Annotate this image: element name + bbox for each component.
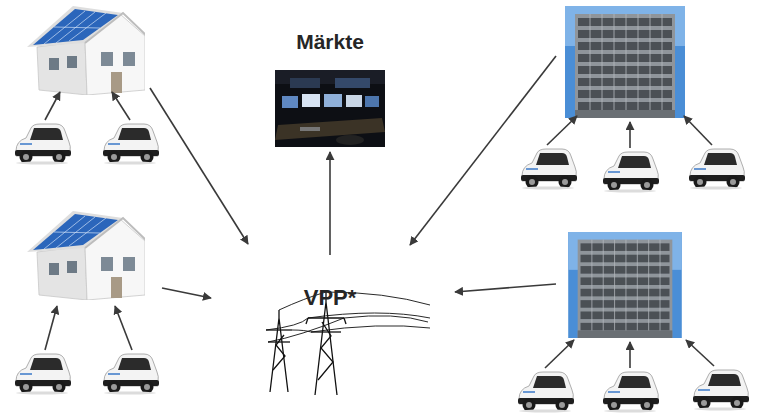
node-title: VPP*	[304, 285, 357, 310]
node-title: Märkte	[296, 30, 364, 54]
ellipse-node: Märkte	[210, 0, 450, 150]
ellipse-shape	[210, 255, 450, 410]
ellipse-node: VPP*	[210, 255, 450, 410]
electric-cars	[15, 124, 749, 413]
office-building	[565, 6, 685, 118]
flow-arrows	[45, 56, 714, 368]
ellipse-shape	[210, 0, 450, 150]
flow-arrow	[329, 152, 331, 255]
control-room-photo	[275, 70, 385, 147]
solar-house	[27, 211, 147, 300]
solar-house	[27, 6, 147, 95]
office-building	[568, 232, 682, 338]
